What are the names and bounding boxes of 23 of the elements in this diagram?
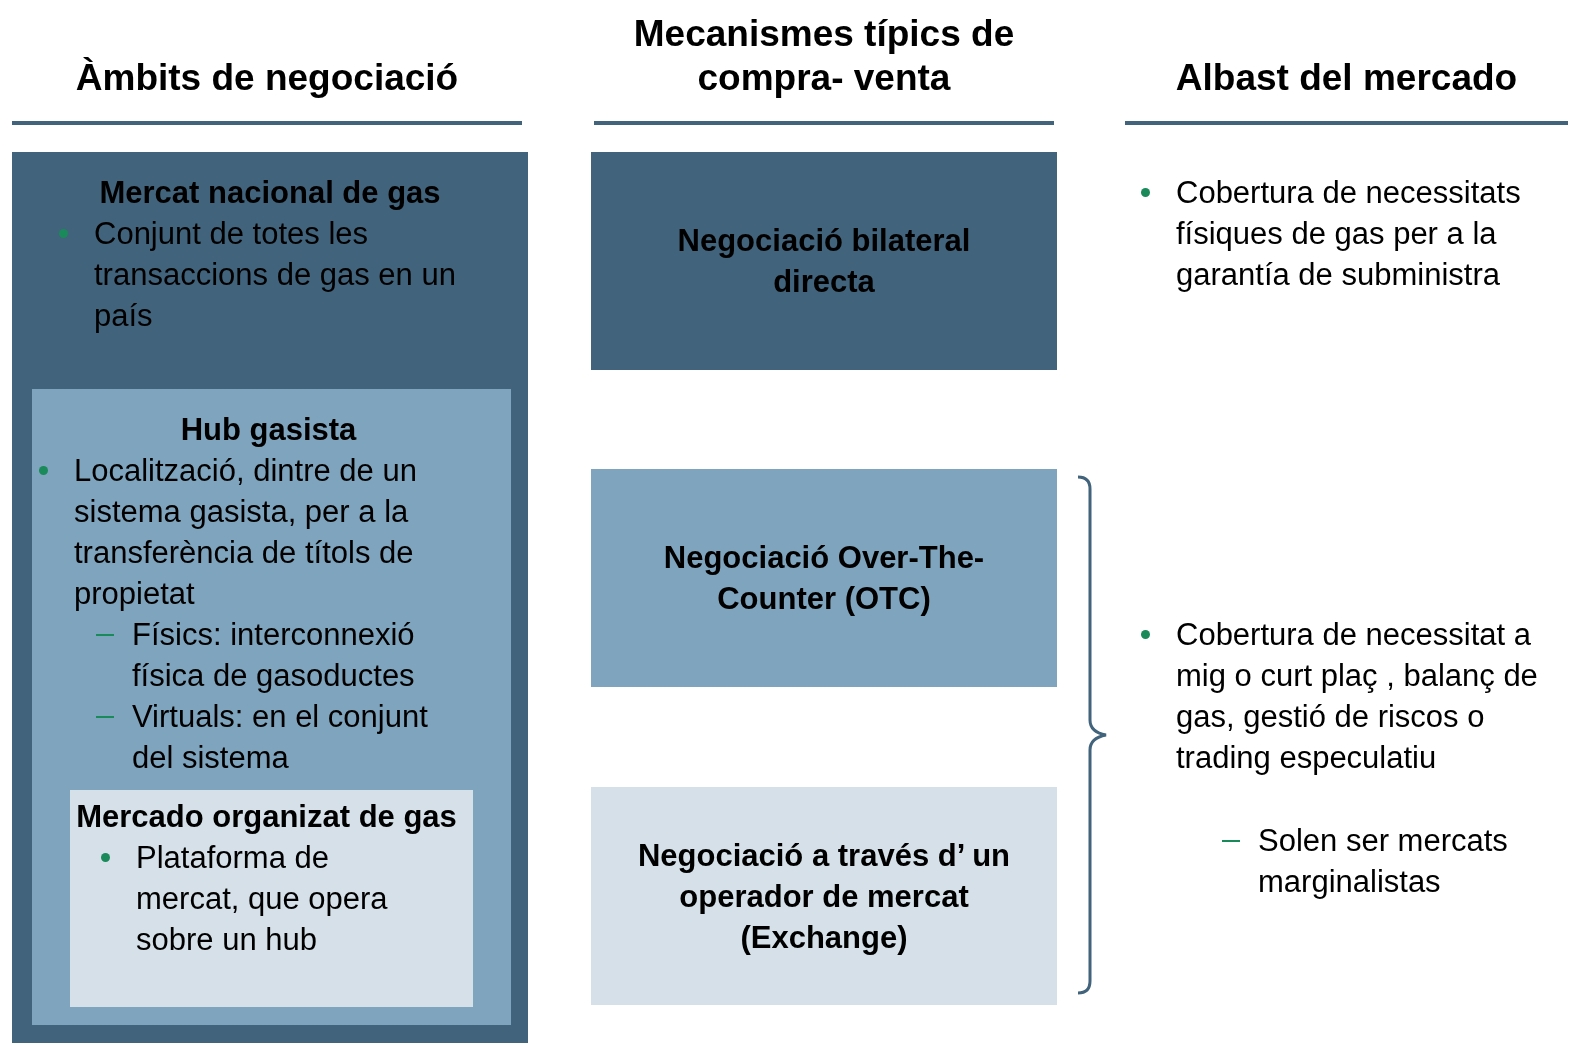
note-text: Cobertura de necessitats físiques de gas per a la garantía de subministra — [1176, 174, 1522, 294]
box-title: Mercado organizat de gas — [75, 798, 458, 836]
bullet-text: Localització, dintre de un sistema gasista, per a la transferència de títols de propietat — [74, 452, 418, 613]
nested-box — [70, 790, 473, 1007]
bullet-text: Plataforma de mercat, que opera sobre un hub — [136, 839, 389, 959]
note-text: Cobertura de necessitat a mig o curt plaç , balanç de gas, gestió de riscos o trading especulatiu — [1176, 616, 1539, 777]
note-text: Solen ser mercats marginalistas — [1258, 822, 1509, 901]
box-title: Hub gasista — [179, 411, 358, 449]
nested-box — [32, 389, 511, 1025]
box-title: Negociació a través d’ un operador de mercat (Exchange) — [636, 836, 1012, 957]
box-title: Mercat nacional de gas — [98, 174, 442, 212]
box-title: Negociació bilateral directa — [676, 222, 972, 301]
column-header: Mecanismes típics de compra- venta — [632, 12, 1016, 100]
category-box — [591, 787, 1057, 1005]
bullet-text: Físics: interconnexió física de gasoductes — [132, 616, 416, 695]
box-title: Negociació Over-The-Counter (OTC) — [662, 539, 986, 618]
category-box — [12, 152, 528, 1043]
column-header: Albast del mercado — [1174, 56, 1519, 100]
column-header: Àmbits de negociació — [74, 56, 460, 100]
bullet-text: Virtuals: en el conjunt del sistema — [132, 698, 429, 777]
category-box — [591, 152, 1057, 370]
bullet-text: Conjunt de totes les transaccions de gas en un país — [94, 215, 457, 335]
category-box — [591, 469, 1057, 687]
